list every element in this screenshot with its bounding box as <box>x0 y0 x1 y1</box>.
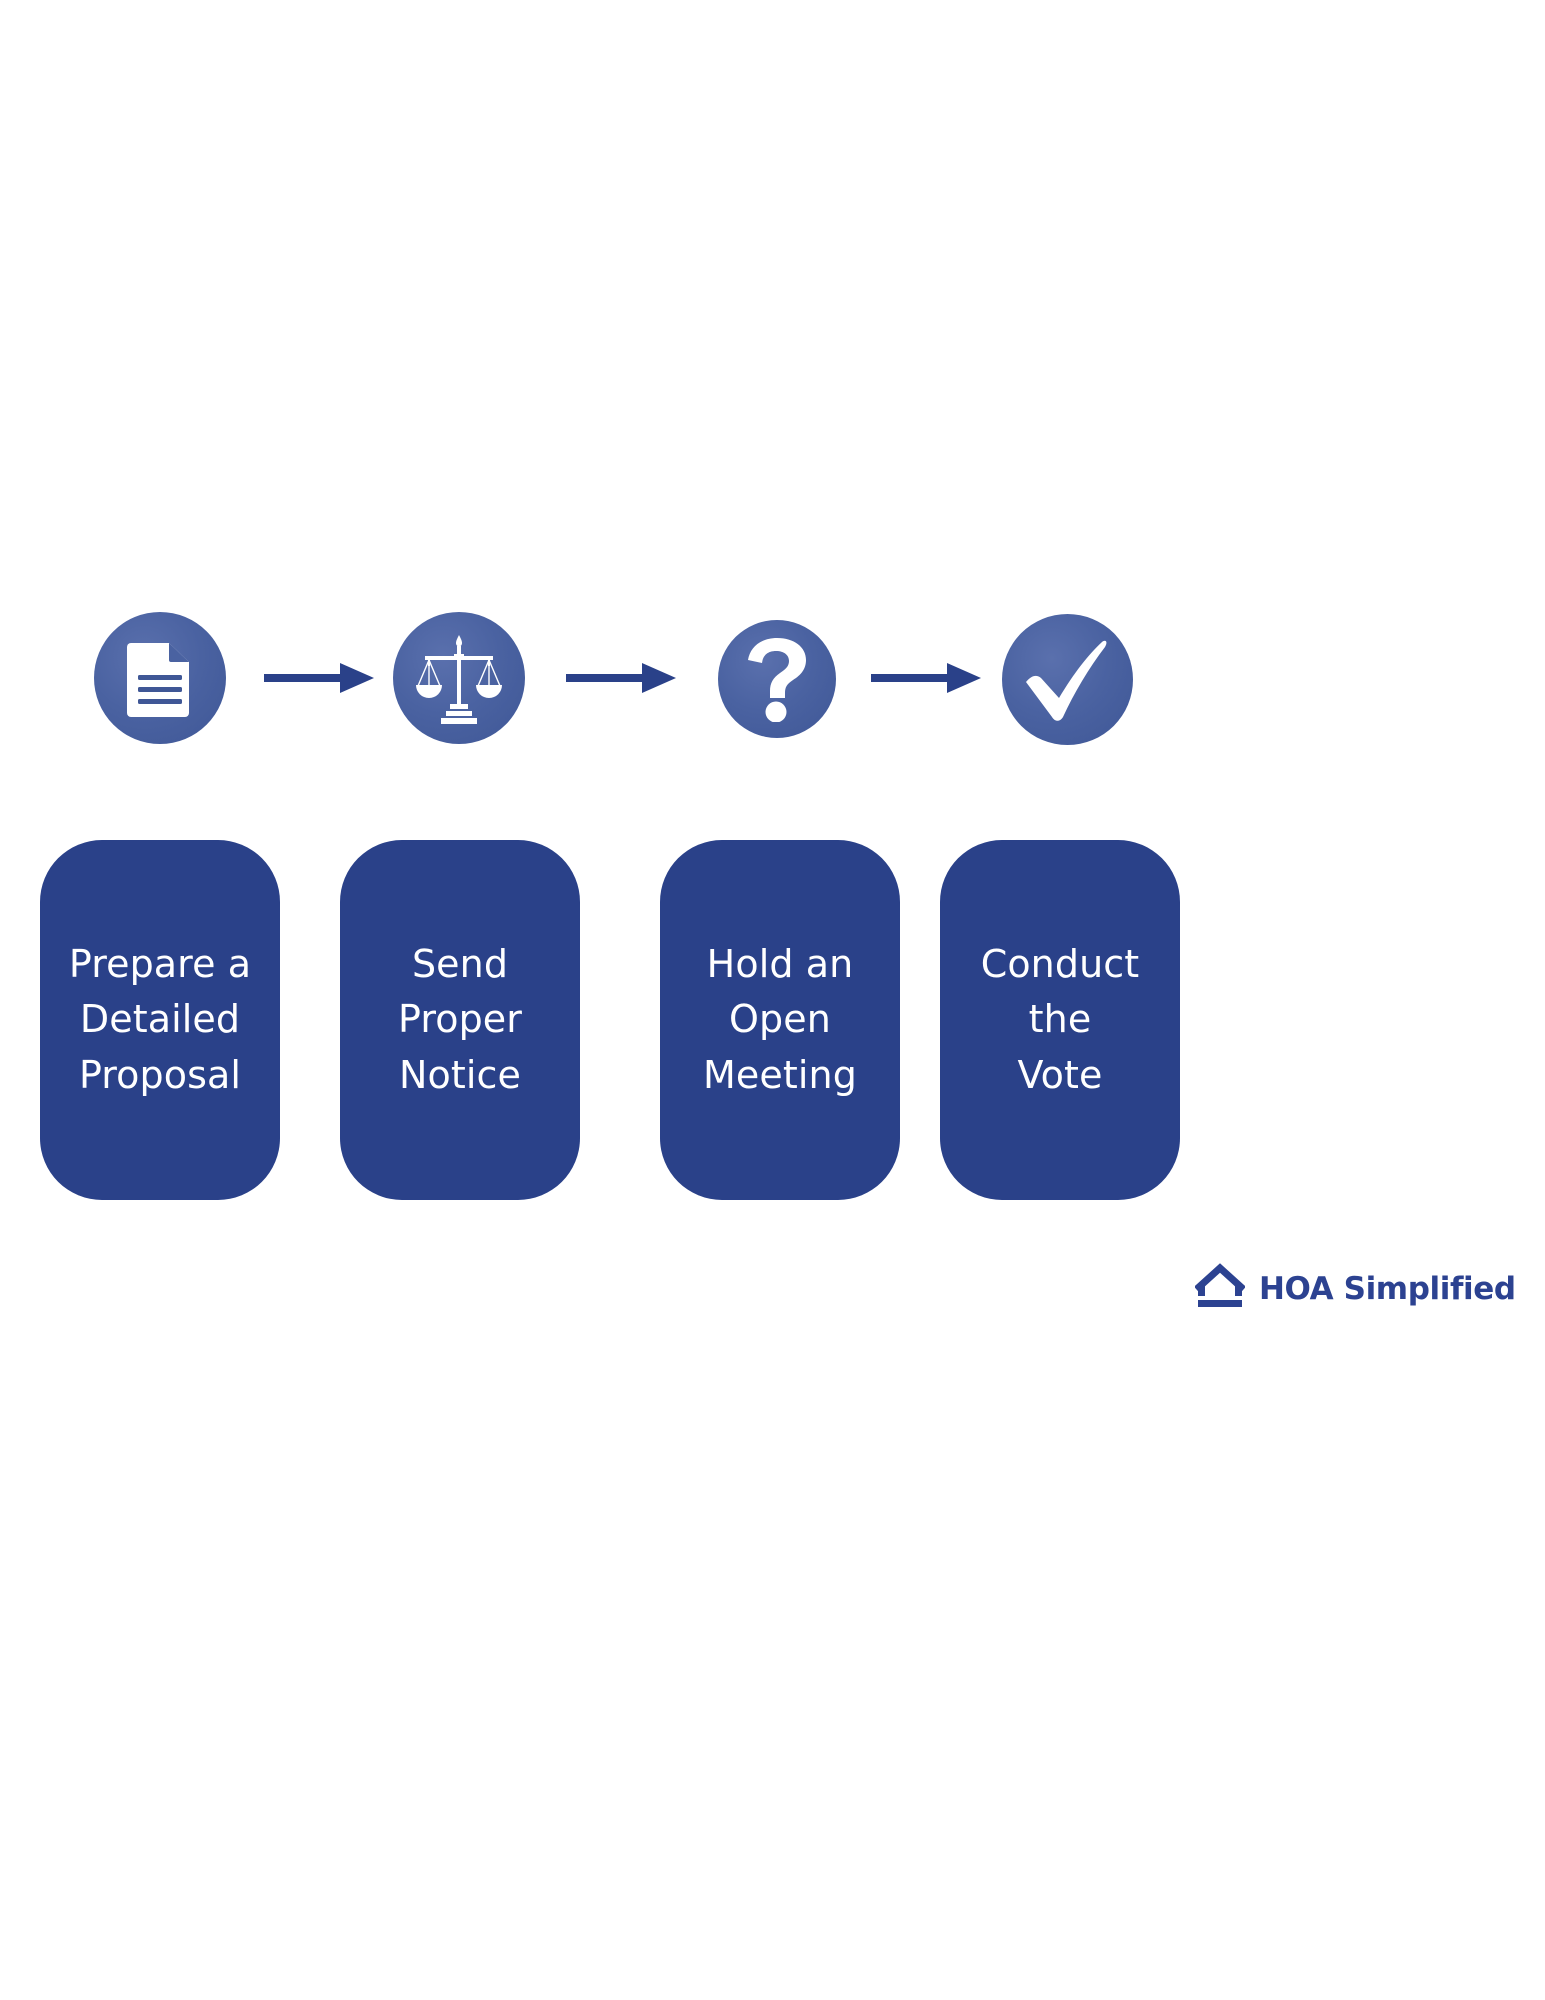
step-box-label: Hold an Open Meeting <box>703 942 857 1097</box>
brand-name: HOA Simplified <box>1259 1271 1516 1307</box>
connector-arrow-3 <box>871 658 983 698</box>
checkmark-icon <box>1022 638 1114 722</box>
step-box-label: Prepare a Detailed Proposal <box>68 942 252 1097</box>
step-box-prepare-proposal[interactable]: Prepare a Detailed Proposal <box>40 840 280 1200</box>
step-box-open-meeting[interactable]: Hold an Open Meeting <box>660 840 900 1200</box>
icon-row <box>0 595 1545 795</box>
step-box-conduct-vote[interactable]: Conduct the Vote <box>940 840 1180 1200</box>
step-icon-circle-document <box>94 612 226 744</box>
step-icon-circle-question <box>718 620 836 738</box>
question-mark-icon <box>746 636 808 722</box>
house-outline-icon <box>1194 1263 1246 1315</box>
document-icon <box>125 639 195 717</box>
step-box-label: Conduct the Vote <box>980 942 1140 1097</box>
brand-logo: HOA Simplified <box>1194 1258 1516 1320</box>
connector-arrow-2 <box>566 658 678 698</box>
step-icon-circle-check <box>1002 614 1133 745</box>
step-box-send-notice[interactable]: Send Proper Notice <box>340 840 580 1200</box>
step-box-row: Prepare a Detailed Proposal Send Proper … <box>0 840 1545 1210</box>
connector-arrow-1 <box>264 658 376 698</box>
step-box-label: Send Proper Notice <box>397 942 522 1097</box>
step-icon-circle-scales <box>393 612 525 744</box>
scales-of-justice-icon <box>411 630 507 726</box>
